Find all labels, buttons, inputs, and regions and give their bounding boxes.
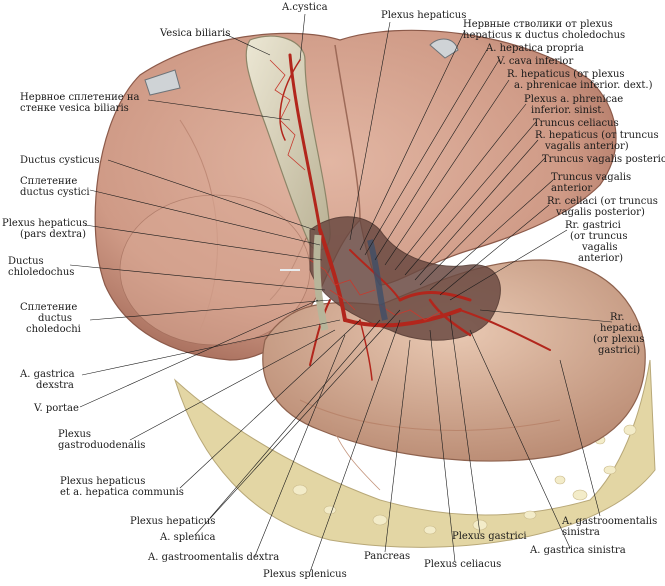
label-a-gastroomentalis-sinistra-2: sinistra — [562, 527, 600, 538]
label-truncus-celiacus: Truncus celiacus — [533, 118, 619, 129]
label-a-gastroomentalis-dextra: A. gastroomentalis dextra — [148, 552, 280, 563]
leader-line — [429, 179, 554, 291]
leader-line — [404, 121, 537, 276]
label-plexus-choledochi-1: Сплетение — [20, 302, 78, 313]
label-plexus-choledochi-3: choledochi — [26, 324, 81, 335]
label-plexus-celiacus-bottom: Plexus celiacus — [424, 559, 502, 570]
retractor-right — [429, 38, 459, 59]
leader-line — [469, 329, 571, 549]
leader-line — [194, 309, 401, 536]
leader-line — [147, 99, 291, 121]
label-nervnye-2: hepaticus к ductus choledochus — [463, 30, 626, 41]
leader-line — [429, 329, 456, 563]
leader-line — [299, 13, 306, 61]
retractor-left — [144, 69, 181, 96]
label-rr-celiaci-1: Rr. celiaci (от truncus — [547, 196, 658, 207]
label-a-gastrica-dextra-1: A. gastrica — [20, 369, 75, 380]
leader-line — [254, 334, 346, 557]
leader-line — [439, 204, 550, 296]
leader-line — [81, 319, 341, 376]
leader-line — [364, 47, 489, 256]
label-a-cystica: A.cystica — [282, 2, 328, 13]
label-rr-gastrici-4: anterior) — [578, 253, 624, 264]
label-plexus-vesica-1: Нервное сплетение на — [20, 92, 140, 103]
label-rr-hepatici-3: (от plexus — [593, 334, 645, 345]
vessel-plexus — [269, 59, 441, 321]
label-rr-hepatici-1: Rr. — [610, 312, 625, 323]
label-a-hepatica-propria: A. hepatica propria — [486, 43, 584, 54]
label-plexus-hepaticus-dextra-1: Plexus hepaticus — [2, 218, 88, 229]
label-plexus-choledochi-2: ductus — [38, 313, 73, 324]
leader-line — [384, 79, 510, 266]
leader-line — [69, 264, 326, 291]
label-r-hepaticus-vagal-1: R. hepaticus (от truncus — [535, 130, 659, 141]
label-ductus-choledochus-2: chloledochus — [8, 267, 75, 278]
leader-line — [394, 103, 527, 271]
label-truncus-vagalis-posterior: Truncus vagalis posterior — [542, 154, 665, 165]
label-plexus-ductus-cystici-2: ductus cystici — [20, 187, 90, 198]
leader-line — [224, 33, 271, 56]
label-a-splenica: A. splenica — [160, 532, 216, 543]
omentum-fat — [173, 359, 656, 548]
label-ductus-cysticus: Ductus cysticus — [20, 155, 100, 166]
leader-line — [107, 159, 316, 231]
leader-line — [449, 229, 568, 301]
label-rr-celiaci-2: vagalis posterior) — [556, 207, 645, 218]
label-a-gastrica-sinistra: A. gastrica sinistra — [530, 545, 626, 556]
label-rr-hepatici-4: gastrici) — [598, 345, 641, 356]
label-ductus-choledochus-1: Ductus — [8, 256, 44, 267]
label-r-hepaticus-vagal-2: vagalis anterior) — [545, 141, 629, 152]
label-plexus-hepaticus-dextra-2: (pars dextra) — [20, 229, 86, 240]
label-plexus-phrenicae-1: Plexus a. phrenicae — [524, 94, 624, 105]
label-a-gastrica-dextra-2: dexstra — [36, 380, 74, 391]
label-plexus-hep-comm-1: Plexus hepaticus — [60, 476, 146, 487]
leader-line — [384, 339, 411, 553]
label-plexus-ductus-cystici-1: Сплетение — [20, 176, 78, 187]
label-plexus-gastrici-bottom: Plexus gastrici — [452, 531, 527, 542]
leader-line — [84, 224, 323, 261]
label-rr-gastrici-1: Rr. gastrici — [565, 220, 621, 231]
leader-line — [309, 319, 401, 573]
leader-line — [89, 189, 321, 246]
leader-line — [89, 299, 331, 321]
label-truncus-vagalis-anterior-2: anterior — [551, 183, 593, 194]
leader-line — [359, 29, 466, 251]
label-plexus-hepaticus-bottom: Plexus hepaticus — [130, 516, 216, 527]
label-rr-gastrici-3: vagalis — [582, 242, 618, 253]
label-plexus-phrenicae-2: inferior. sinist. — [531, 105, 605, 116]
label-vesica-biliaris: Vesica biliaris — [160, 28, 231, 39]
leader-line — [414, 139, 539, 281]
leader-line — [349, 21, 391, 241]
label-rr-gastrici-2: (от truncus — [570, 231, 628, 242]
label-plexus-gastroduodenalis-2: gastroduodenalis — [58, 440, 146, 451]
leader-line — [479, 309, 613, 323]
leader-line — [179, 319, 361, 489]
label-r-hepaticus-phren-1: R. hepaticus (от plexus — [507, 69, 625, 80]
label-plexus-splenicus: Plexus splenicus — [263, 569, 347, 580]
leader-line — [449, 314, 481, 535]
leader-line — [129, 329, 336, 441]
label-v-portae: V. portae — [34, 403, 79, 414]
label-a-gastroomentalis-sinistra-1: A. gastroomentalis — [562, 516, 658, 527]
leader-line — [419, 157, 546, 286]
label-rr-hepatici-2: hepatici — [600, 323, 641, 334]
label-plexus-hepaticus-top: Plexus hepaticus — [381, 10, 467, 21]
leader-lines — [69, 13, 613, 573]
label-plexus-hep-comm-2: et a. hepatica communis — [60, 487, 184, 498]
label-r-hepaticus-phren-2: a. phrenicae inferior. dext.) — [514, 80, 653, 91]
leader-line — [209, 319, 381, 519]
leader-line — [79, 299, 319, 408]
label-pancreas: Pancreas — [364, 551, 411, 562]
label-plexus-vesica-2: стенке vesica biliaris — [20, 103, 129, 114]
omental-cavity — [309, 216, 501, 341]
label-nervnye-1: Нервные стволики от plexus — [463, 19, 613, 30]
label-plexus-gastroduodenalis-1: Plexus — [58, 429, 92, 440]
label-v-cava-inferior: V. cava inferior — [497, 56, 574, 67]
leader-line — [374, 59, 500, 261]
label-truncus-vagalis-anterior-1: Truncus vagalis — [551, 172, 632, 183]
leader-line — [559, 359, 601, 517]
